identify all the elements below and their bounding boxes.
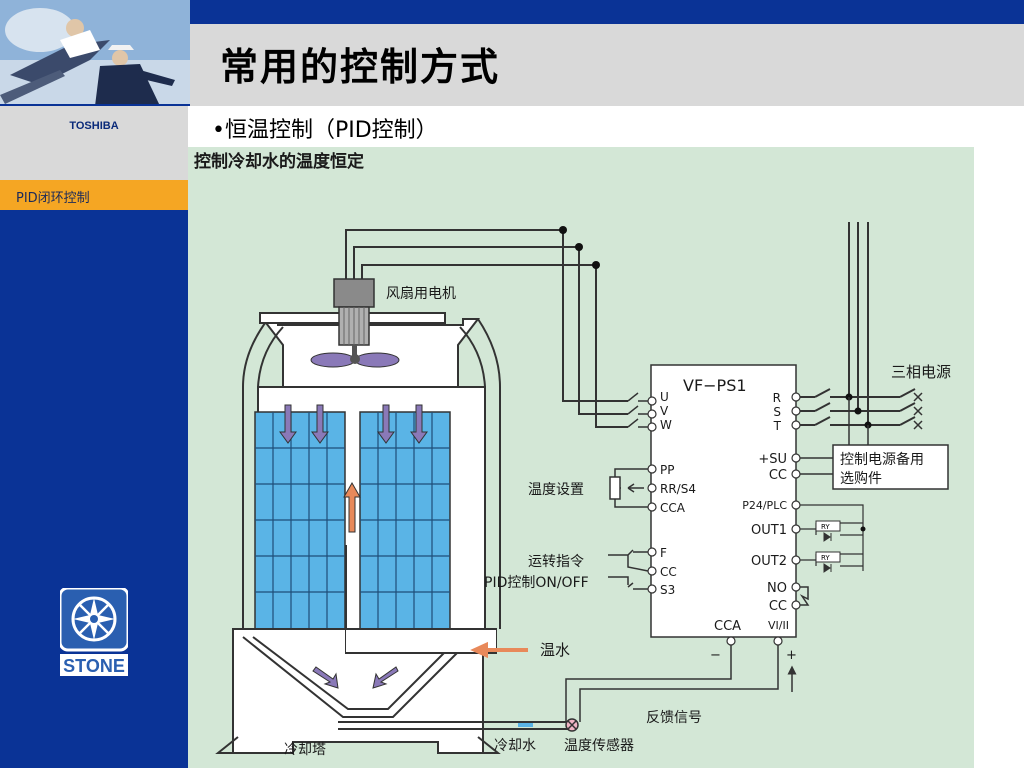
nav-item-label: PID闭环控制 — [16, 191, 90, 206]
top-bar — [190, 0, 1024, 24]
terminal-u: U — [660, 390, 669, 404]
terminal-w: W — [660, 418, 672, 432]
header-photo — [0, 0, 190, 106]
fan-motor-label: 风扇用电机 — [386, 286, 456, 302]
stone-logo: STONE — [60, 588, 128, 676]
relay-2-label: RY — [821, 554, 830, 562]
terminal-s3: S3 — [660, 583, 675, 597]
terminal-su: +SU — [758, 452, 787, 467]
slide-title: 常用的控制方式 — [220, 44, 501, 89]
terminal-vi: VI/II — [768, 619, 789, 632]
inverter-label: VF−PS1 — [683, 376, 747, 395]
pid-diagram: 控制冷却水的温度恒定 — [188, 147, 974, 768]
ctrl-power-label: 控制电源备用 — [840, 451, 924, 468]
temp-setting-label: 温度设置 — [528, 482, 584, 498]
cooling-water-label: 冷却水 — [494, 738, 536, 754]
feedback-label: 反馈信号 — [646, 710, 702, 726]
temp-sensor-label: 温度传感器 — [564, 737, 634, 754]
title-bar: 常用的控制方式 — [190, 24, 1024, 106]
bullet-line: •恒温控制（PID控制） — [212, 112, 438, 144]
terminal-cc-2: CC — [769, 599, 787, 614]
run-cmd-label: 运转指令 — [528, 554, 584, 570]
terminal-cc-right: CC — [769, 468, 787, 483]
terminal-no: NO — [767, 581, 787, 596]
terminal-s: S — [773, 405, 781, 419]
warm-water-label: 温水 — [540, 641, 570, 659]
pid-onoff-label: PID控制ON/OFF — [484, 575, 589, 591]
terminal-rr: RR/S4 — [660, 482, 696, 496]
plus-sign: + — [786, 648, 797, 663]
inverter-box — [650, 364, 797, 638]
ctrl-power-option: 选购件 — [840, 471, 882, 487]
bullet-mark: • — [212, 118, 225, 143]
diagram-heading: 控制冷却水的温度恒定 — [194, 151, 364, 172]
logo-text: STONE — [63, 656, 125, 676]
terminal-f: F — [660, 546, 667, 560]
terminal-out1: OUT1 — [751, 523, 787, 538]
bullet-text: 恒温控制（PID控制） — [224, 118, 438, 143]
terminal-cc-left: CC — [660, 565, 677, 579]
cooling-tower-label: 冷却塔 — [284, 742, 326, 758]
terminal-out2: OUT2 — [751, 554, 787, 569]
relay-1-label: RY — [821, 523, 830, 531]
terminal-v: V — [660, 404, 669, 418]
terminal-r: R — [773, 391, 781, 405]
minus-sign: − — [710, 648, 721, 663]
terminal-p24: P24/PLC — [742, 499, 787, 512]
motor-wires — [345, 229, 628, 428]
ctrl-power-box — [832, 444, 949, 490]
terminal-t: T — [773, 419, 782, 433]
terminal-cca: CCA — [660, 501, 686, 515]
brand-box: TOSHIBA — [0, 106, 188, 180]
cca-bottom: CCA — [714, 619, 741, 634]
nav-item-pid[interactable]: PID闭环控制 — [0, 180, 188, 210]
terminal-pp: PP — [660, 463, 674, 477]
three-phase-label: 三相电源 — [891, 363, 951, 381]
brand-name: TOSHIBA — [69, 120, 119, 132]
